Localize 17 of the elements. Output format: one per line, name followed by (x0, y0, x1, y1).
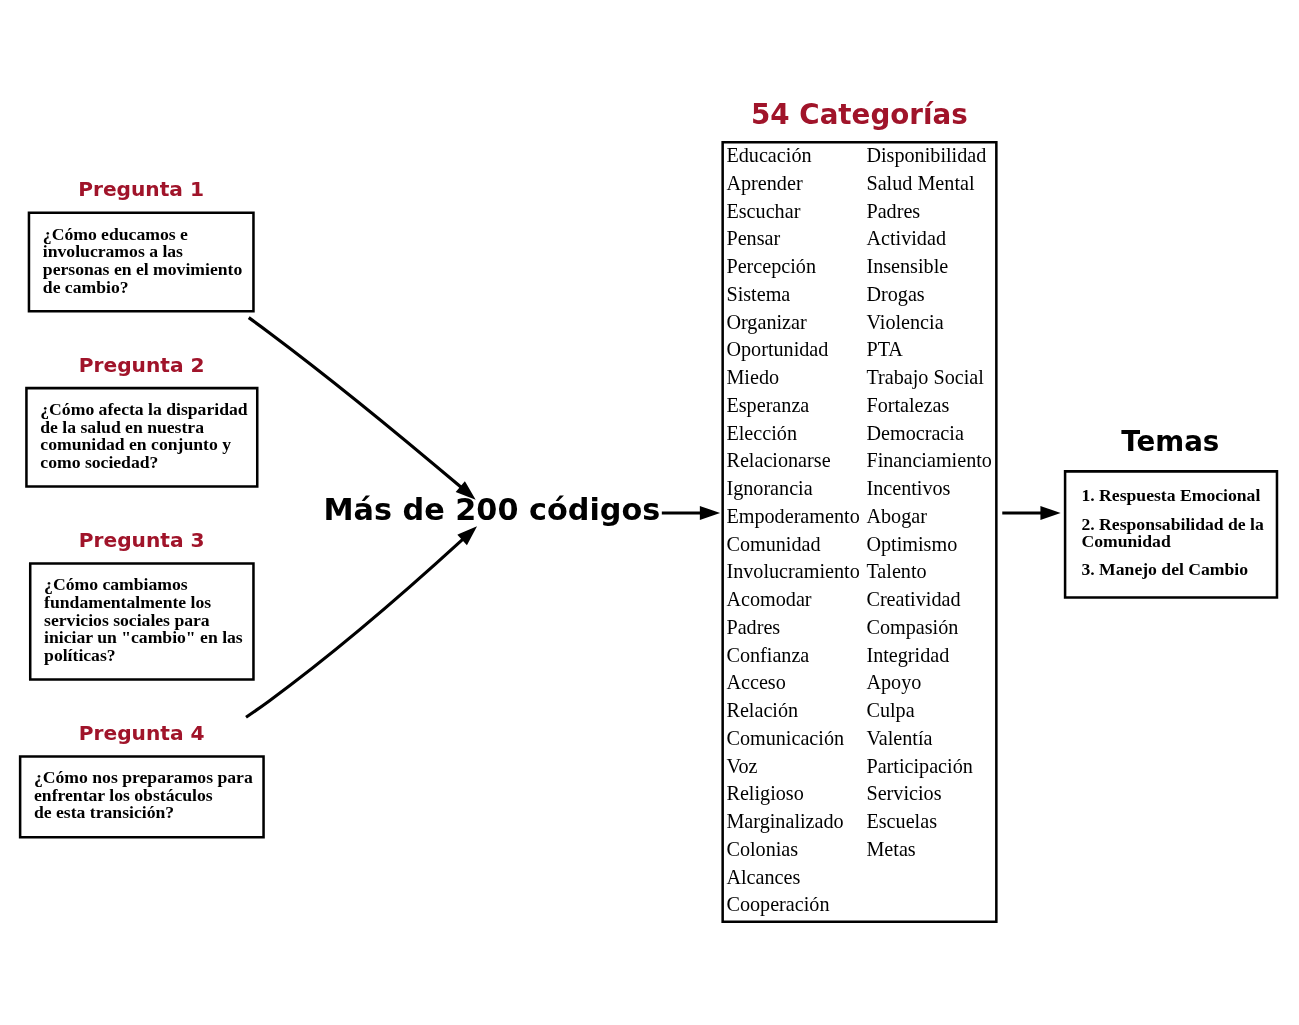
node-box: ¿Cómo educamos e involucramos a las personas en el movimiento de cambio? (27, 211, 255, 312)
node-label: 54 Categorías (751, 97, 968, 131)
node-label: Pregunta 1 (78, 176, 205, 201)
node-label: Pregunta 3 (78, 527, 205, 552)
node-label: Pregunta 2 (78, 351, 205, 376)
node-label: Temas (1121, 424, 1220, 458)
node-box: ¿Cómo nos preparamos para enfrentar los obstáculos de esta transición? (18, 754, 265, 838)
arrow (247, 315, 476, 500)
node-box: ¿Cómo afecta la disparidad de la salud en nuestra comunidad en conjunto y como sociedad? (25, 386, 259, 488)
node-box: 1. Respuesta Emocional 2. Responsabilidad de la Comunidad 3. Manejo del Cambio (1063, 469, 1279, 599)
node-text: Más de 200 códigos (323, 491, 661, 527)
node-label: Pregunta 4 (78, 720, 205, 745)
arrow (661, 505, 721, 520)
node-box: Educación Disponibilidad Aprender Salud Mental Escuchar Padres Pensar Actividad Percepción Insensible Sistema Drogas Organizar Violencia Oportunidad PTA Miedo Trabajo Social Esperanza Fortalezas Elección Democracia Relacionarse Financiamiento Ignorancia Incentivos Empoderamento Abogar Comunidad Optimismo Involucramiento Talento Acomodar Creatividad Padres Compasión Confianza Integridad Acceso Apoyo Relación Culpa Comunicación Valentía Voz Participación Religioso Servicios Marginalizado Escuelas Colonias Metas Alcances Cooperación (721, 140, 998, 923)
node-box: ¿Cómo cambiamos fundamentalmente los servicios sociales para iniciar un "cambio" en las políticas? (28, 561, 255, 681)
arrow (1002, 505, 1061, 520)
arrow (245, 525, 478, 718)
